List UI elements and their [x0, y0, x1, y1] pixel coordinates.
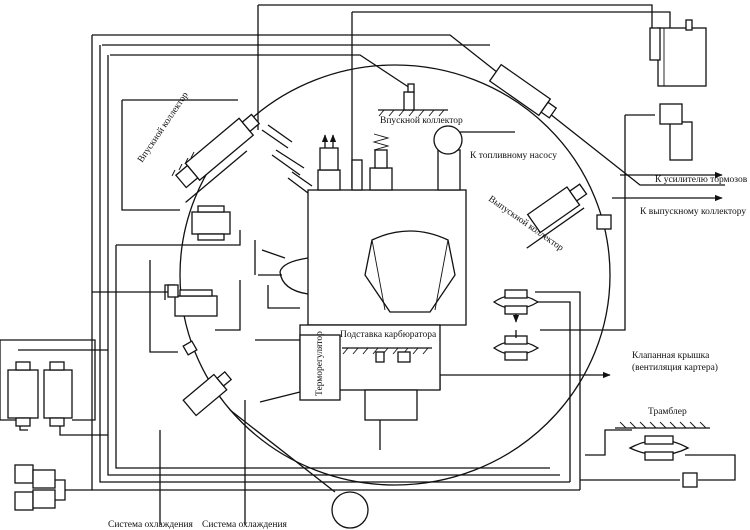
coolant-sensor-circle — [331, 491, 369, 529]
outgoing-arrows — [612, 171, 723, 202]
upper-right-valve — [488, 63, 558, 119]
label-valve-cover-line1: Клапанная крышка — [632, 351, 710, 361]
vacuum-sensor-left-1 — [7, 361, 39, 427]
label-fuel-pump: К топливному насосу — [470, 151, 557, 161]
carburetor — [307, 125, 515, 326]
diaphragm-valve-lower — [492, 330, 540, 361]
intake-manifold-fitting — [378, 83, 448, 117]
diaphragm-valve-upper — [492, 289, 540, 323]
small-fitting-left — [182, 340, 198, 356]
label-valve-cover-line2: (вентиляция картера) — [632, 362, 718, 373]
small-fitting-right — [596, 214, 612, 230]
label-cooling-system-1: Система охлаждения — [108, 520, 194, 530]
bottom-left-junctions — [14, 464, 56, 511]
label-intake-manifold-top: Впускной коллектор — [380, 115, 463, 126]
label-brake-booster: К усилителю тормозов — [655, 175, 748, 185]
engine-outline-circle — [179, 64, 611, 486]
exhaust-manifold-sensor — [526, 183, 588, 249]
carburetor-base-assembly — [299, 324, 611, 421]
left-module-middle — [167, 284, 218, 317]
vacuum-reservoir — [659, 103, 693, 161]
intake-manifold-sensor-left — [174, 113, 261, 203]
distributor-assembly — [615, 421, 710, 488]
vacuum-sensor-left-2 — [43, 361, 73, 427]
label-distributor: Трамблер — [648, 406, 687, 417]
carburetor-hose-fittings — [258, 124, 313, 295]
label-cooling-system-2: Система охлаждения — [202, 520, 288, 530]
left-module-upper — [191, 205, 231, 241]
label-thermostat: Терморегулятор — [315, 331, 325, 396]
lower-left-valve — [182, 370, 233, 417]
label-intake-manifold-left: Впускной коллектор — [135, 90, 191, 165]
label-carburetor-base: Подставка карбюратора — [340, 329, 437, 340]
label-exhaust-manifold: К выпускному коллектору — [640, 207, 746, 217]
hatch-left-sensor — [171, 151, 195, 177]
charcoal-canister — [649, 19, 707, 87]
